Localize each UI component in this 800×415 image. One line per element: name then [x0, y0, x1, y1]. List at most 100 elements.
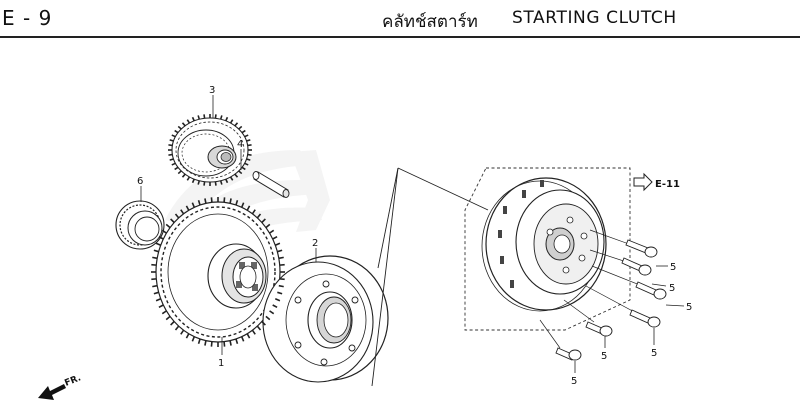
driven-gear-teeth-tooth — [174, 325, 180, 331]
idle-gear-teeth-tooth — [191, 178, 195, 184]
driven-gear-teeth-tooth — [191, 336, 196, 342]
idle-gear-teeth-tooth — [229, 176, 234, 181]
driven-gear-teeth-tooth — [235, 338, 239, 345]
driven-gear-teeth-tooth — [170, 218, 175, 224]
idle-gear-teeth-tooth — [241, 129, 246, 134]
driven-gear-teeth-tooth — [153, 291, 159, 295]
driven-gear-teeth-tooth — [158, 235, 164, 240]
driven-gear-teeth-tooth — [251, 209, 256, 215]
driven-gear-teeth-tooth — [158, 304, 164, 309]
driven-gear-teeth-tooth — [261, 320, 266, 326]
driven-gear-teeth-tooth — [165, 315, 171, 321]
bolt-d — [585, 285, 661, 328]
front-direction-indicator: FR. — [38, 373, 83, 400]
driven-gear-teeth-tooth — [165, 223, 171, 229]
driven-gear-teeth-tooth — [274, 242, 281, 246]
callout-5b: 5 — [669, 283, 675, 294]
idle-gear-teeth-tooth — [186, 119, 191, 124]
front-label: FR. — [63, 373, 82, 389]
idle-gear-teeth-tooth — [214, 181, 217, 186]
starting-clutch-part — [262, 255, 389, 383]
driven-gear-teeth-tooth — [155, 298, 162, 302]
callout-6: 6 — [137, 176, 143, 187]
driven-gear-teeth-tooth — [240, 336, 245, 342]
idle-gear-teeth-tooth — [247, 153, 252, 156]
idle-gear-teeth-tooth — [244, 134, 249, 138]
driven-gear-teeth-tooth — [272, 304, 278, 309]
driven-gear-teeth-tooth — [240, 202, 245, 208]
front-arrow-icon — [38, 384, 66, 400]
idle-gear-teeth-tooth — [191, 116, 195, 122]
driven-gear-teeth-tooth — [161, 229, 167, 234]
idle-gear-teeth-tooth — [247, 144, 252, 147]
header-rule — [0, 36, 800, 38]
idle-gear-teeth-tooth — [203, 181, 206, 186]
needle-bearing-part — [115, 200, 165, 250]
driven-gear-teeth-tooth — [265, 315, 271, 321]
idle-gear-teeth-tooth — [246, 139, 251, 142]
idle-gear-teeth-tooth — [169, 139, 174, 142]
idle-gear-teeth-tooth — [238, 170, 243, 175]
idle-gear-teeth-tooth — [181, 173, 186, 178]
assembly-boundary — [464, 167, 631, 331]
idle-gear-teeth-tooth — [244, 162, 249, 166]
idle-gear-teeth-tooth — [177, 170, 182, 175]
callout-3: 3 — [209, 85, 215, 96]
idle-gear-teeth-tooth — [186, 176, 191, 181]
callout-5f: 5 — [571, 376, 577, 387]
driven-gear-teeth-tooth — [174, 213, 180, 219]
idle-gear-teeth-tooth — [225, 116, 229, 122]
driven-gear-teeth-tooth — [261, 218, 266, 224]
driven-gear-teeth-tooth — [277, 249, 283, 253]
driven-gear-teeth-tooth — [191, 202, 196, 208]
idle-gear-teeth-tooth — [174, 166, 179, 171]
driven-gear-teeth-tooth — [180, 209, 185, 215]
page-header: E - 9 คลัทช์สตาร์ท STARTING CLUTCH — [0, 0, 800, 38]
idle-gear-teeth-tooth — [197, 180, 201, 185]
driven-gear-teeth — [151, 197, 285, 347]
idle-gear-teeth-tooth — [229, 119, 234, 124]
idle-gear-teeth-tooth — [197, 115, 201, 120]
idle-gear-teeth-tooth — [177, 125, 182, 130]
driven-gear-teeth-tooth — [152, 256, 158, 260]
reference-label: E-11 — [655, 179, 680, 190]
idle-gear-teeth-tooth — [241, 166, 246, 171]
callout-5c: 5 — [686, 302, 692, 313]
callout-2: 2 — [312, 238, 318, 249]
bolt-c — [591, 265, 667, 300]
bolt-e — [563, 299, 613, 337]
driven-gear-teeth-tooth — [256, 213, 262, 219]
idle-gear-part — [171, 117, 249, 183]
driven-gear-teeth-tooth — [229, 340, 232, 346]
idle-gear-teeth-tooth — [171, 134, 176, 138]
shaft-part — [252, 171, 290, 198]
flywheel-rotor-assembly — [481, 177, 607, 312]
idle-gear-teeth-tooth — [168, 153, 173, 156]
callout-4: 4 — [237, 139, 243, 150]
section-code: E - 9 — [2, 6, 53, 30]
driven-gear-teeth-tooth — [278, 256, 284, 260]
driven-gear-teeth-tooth — [229, 198, 232, 204]
idle-gear-teeth-tooth — [174, 129, 179, 134]
driven-gear-teeth-tooth — [278, 284, 284, 288]
idle-gear-teeth-tooth — [203, 114, 206, 119]
driven-gear-teeth-tooth — [246, 205, 251, 211]
driven-gear-teeth-tooth — [153, 249, 159, 253]
idle-gear-teeth — [168, 114, 252, 186]
idle-gear-teeth-tooth — [168, 144, 173, 147]
callout-5e: 5 — [601, 351, 607, 362]
callout-1: 1 — [218, 358, 224, 369]
bolt-f — [539, 319, 582, 361]
idle-gear-teeth-tooth — [181, 122, 186, 127]
idle-gear-teeth-tooth — [246, 158, 251, 161]
title-english: STARTING CLUTCH — [512, 8, 677, 28]
bolts-part — [539, 229, 667, 361]
assembly-leader-lines — [371, 167, 489, 387]
driven-gear-teeth-tooth — [272, 235, 278, 240]
bolt-a — [589, 229, 658, 258]
driven-gear-teeth-tooth — [152, 284, 158, 288]
driven-gear-teeth-tooth — [155, 242, 162, 246]
driven-gear-teeth-tooth — [277, 291, 283, 295]
driven-gear-teeth-tooth — [246, 333, 251, 339]
starter-driven-gear-part — [155, 201, 281, 343]
